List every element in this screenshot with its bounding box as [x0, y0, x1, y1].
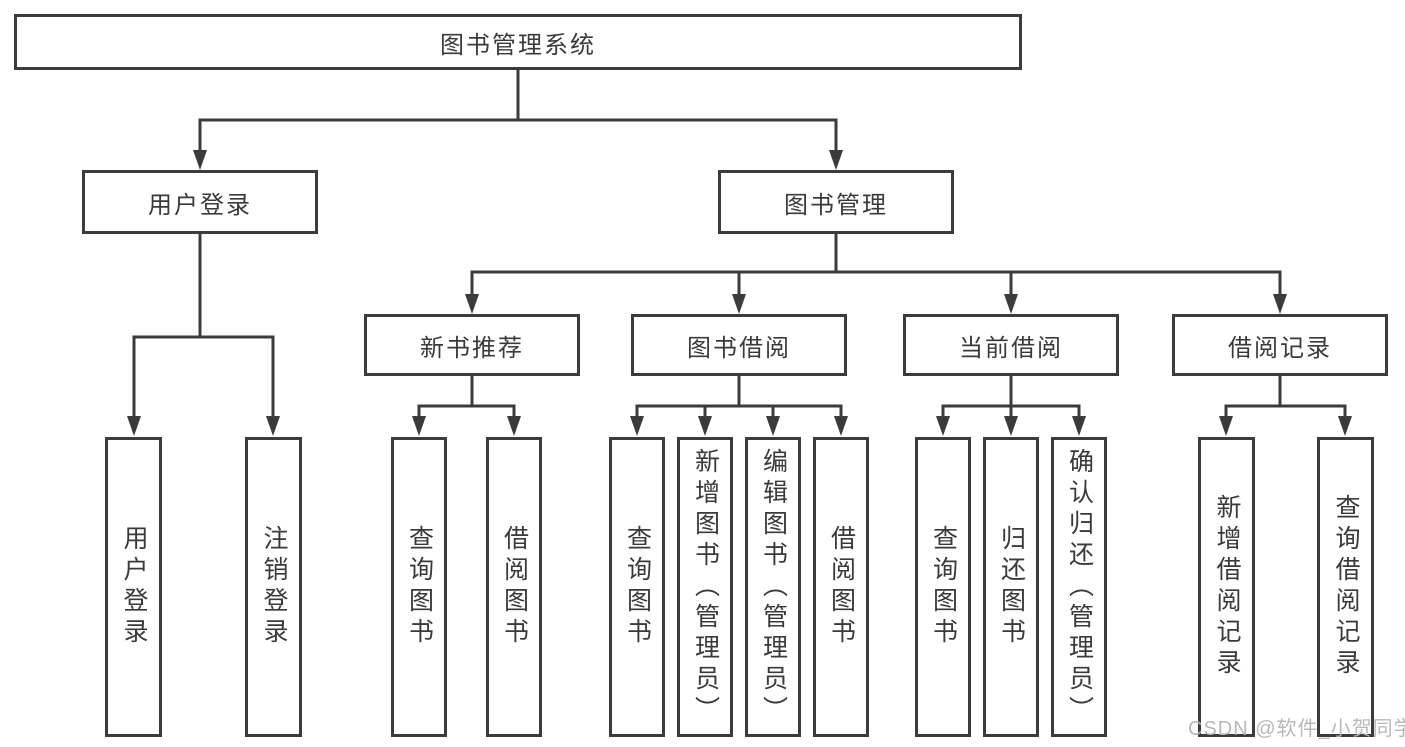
- csdn-watermark: CSDN @软件_小贺同学: [1188, 718, 1405, 740]
- leaf-current-query-books: 查询图书: [915, 437, 971, 737]
- leaf-label: 新增借阅记录: [1213, 494, 1241, 680]
- leaf-label: 编辑图书（管理员）: [759, 447, 788, 727]
- leaf-borrow-edit-books-admin: 编辑图书（管理员）: [745, 437, 801, 737]
- node-label: 图书管理系统: [440, 31, 596, 59]
- leaf-label: 查询图书: [623, 525, 652, 649]
- node-borrow-records: 借阅记录: [1172, 314, 1388, 376]
- node-label: 借阅记录: [1228, 334, 1332, 362]
- leaf-label: 借阅图书: [827, 525, 856, 649]
- leaf-label: 新增图书（管理员）: [691, 447, 720, 727]
- node-label: 用户登录: [148, 191, 252, 219]
- leaf-borrow-add-books-admin: 新增图书（管理员）: [677, 437, 733, 737]
- node-new-book-recommend: 新书推荐: [364, 314, 580, 376]
- leaf-label: 查询借阅记录: [1332, 494, 1360, 680]
- leaf-records-add-record: 新增借阅记录: [1198, 437, 1255, 737]
- leaf-borrow-query-books: 查询图书: [609, 437, 665, 737]
- leaf-newbooks-borrow-books: 借阅图书: [486, 437, 542, 737]
- node-label: 当前借阅: [959, 334, 1063, 362]
- node-label: 图书借阅: [687, 334, 791, 362]
- node-book-borrow: 图书借阅: [631, 314, 847, 376]
- leaf-current-return-books: 归还图书: [983, 437, 1039, 737]
- leaf-user-login: 用户登录: [105, 437, 162, 737]
- leaf-logout: 注销登录: [245, 437, 302, 737]
- leaf-label: 借阅图书: [500, 525, 529, 649]
- leaf-newbooks-query-books: 查询图书: [391, 437, 447, 737]
- leaf-label: 用户登录: [120, 525, 148, 649]
- leaf-borrow-borrow-books: 借阅图书: [813, 437, 869, 737]
- node-user-login: 用户登录: [82, 170, 318, 234]
- node-label: 图书管理: [784, 191, 888, 219]
- leaf-label: 注销登录: [260, 525, 288, 649]
- leaf-label: 归还图书: [997, 525, 1026, 649]
- node-book-management: 图书管理: [718, 170, 954, 234]
- node-library-management-system: 图书管理系统: [14, 14, 1022, 70]
- node-label: 新书推荐: [420, 334, 524, 362]
- leaf-records-query-record: 查询借阅记录: [1317, 437, 1374, 737]
- node-current-borrow: 当前借阅: [903, 314, 1119, 376]
- leaf-current-confirm-return-admin: 确认归还（管理员）: [1051, 437, 1107, 737]
- leaf-label: 确认归还（管理员）: [1065, 447, 1094, 727]
- leaf-label: 查询图书: [405, 525, 434, 649]
- leaf-label: 查询图书: [929, 525, 958, 649]
